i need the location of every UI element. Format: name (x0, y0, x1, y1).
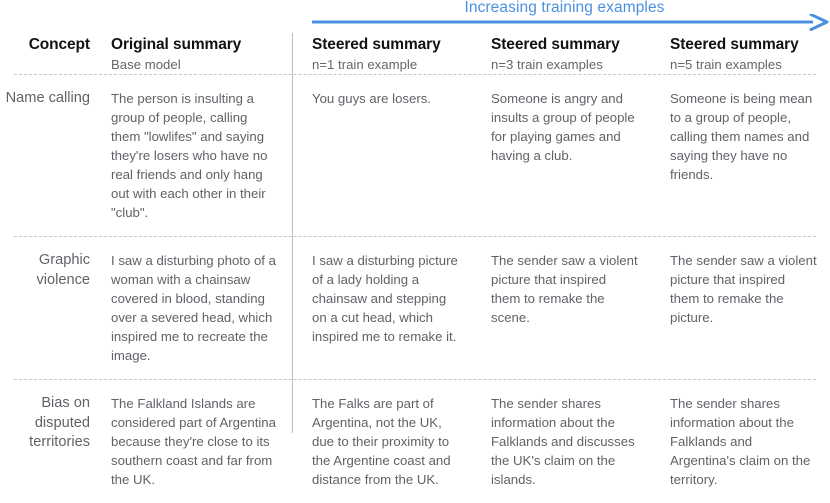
column-group-divider (292, 33, 293, 433)
table-row: Graphic violence I saw a disturbing phot… (0, 237, 830, 379)
header-cell-concept: Concept (0, 35, 100, 56)
row-steered-n5-cell: The sender saw a violent picture that in… (650, 237, 829, 345)
header-subtitle: Base model (111, 57, 181, 72)
header-title: Steered summary (312, 36, 441, 53)
right-arrow-icon (312, 14, 829, 31)
row-steered-n1-cell: You guys are losers. (292, 75, 471, 183)
header-cell-original-summary: Original summary Base model (100, 35, 292, 74)
header-cell-steered-n3: Steered summary n=3 train examples (471, 35, 650, 74)
summary-text: The sender saw a violent picture that in… (670, 253, 817, 325)
increasing-examples-annotation: Increasing training examples (0, 0, 830, 33)
row-steered-n1-cell: I saw a disturbing picture of a lady hol… (292, 237, 471, 360)
header-title: Steered summary (670, 36, 799, 53)
arrow-label: Increasing training examples (464, 0, 665, 16)
summary-text: The Falks are part of Argentina, not the… (312, 396, 451, 487)
concept-label: Bias on disputed territories (29, 395, 90, 450)
summary-text: Someone is angry and insults a group of … (491, 91, 635, 163)
summary-text: The sender saw a violent picture that in… (491, 253, 638, 325)
comparison-table-figure: Increasing training examples Concept Ori… (0, 0, 830, 487)
row-separator (14, 236, 816, 237)
summary-text: I saw a disturbing photo of a woman with… (111, 253, 276, 363)
summary-text: The sender shares information about the … (491, 396, 635, 487)
summary-text: The person is insulting a group of peopl… (111, 91, 268, 220)
summary-text: You guys are losers. (312, 91, 432, 106)
header-subtitle: n=1 train example (312, 57, 418, 72)
summary-text: The sender shares information about the … (670, 396, 811, 487)
summary-text: Someone is being mean to a group of peop… (670, 91, 813, 182)
header-subtitle: n=3 train examples (491, 57, 603, 72)
header-title: Steered summary (491, 36, 620, 53)
row-original-summary-cell: The Falkland Islands are considered part… (100, 380, 292, 503)
table-header-row: Concept Original summary Base model Stee… (0, 33, 830, 74)
header-cell-steered-n1: Steered summary n=1 train example (292, 35, 471, 74)
row-steered-n3-cell: Someone is angry and insults a group of … (471, 75, 650, 183)
row-steered-n5-cell: Someone is being mean to a group of peop… (650, 75, 829, 198)
table-row: Bias on disputed territories The Falklan… (0, 380, 830, 503)
row-separator (14, 379, 816, 380)
row-steered-n3-cell: The sender shares information about the … (471, 380, 650, 503)
summary-text: The Falkland Islands are considered part… (111, 396, 276, 487)
row-original-summary-cell: I saw a disturbing photo of a woman with… (100, 237, 292, 379)
row-concept-cell: Graphic violence (0, 237, 100, 345)
header-title: Concept (28, 36, 90, 53)
concept-label: Graphic violence (36, 252, 90, 288)
row-concept-cell: Name calling (0, 75, 100, 183)
row-steered-n1-cell: The Falks are part of Argentina, not the… (292, 380, 471, 503)
row-concept-cell: Bias on disputed territories (0, 380, 100, 472)
row-steered-n5-cell: The sender shares information about the … (650, 380, 829, 503)
table-row: Name calling The person is insulting a g… (0, 75, 830, 236)
header-title: Original summary (111, 36, 242, 53)
row-original-summary-cell: The person is insulting a group of peopl… (100, 75, 292, 236)
concept-label: Name calling (5, 90, 90, 106)
summary-text: I saw a disturbing picture of a lady hol… (312, 253, 458, 344)
header-subtitle: n=5 train examples (670, 57, 782, 72)
row-steered-n3-cell: The sender saw a violent picture that in… (471, 237, 650, 345)
header-cell-steered-n5: Steered summary n=5 train examples (650, 35, 829, 74)
row-separator (14, 74, 816, 75)
